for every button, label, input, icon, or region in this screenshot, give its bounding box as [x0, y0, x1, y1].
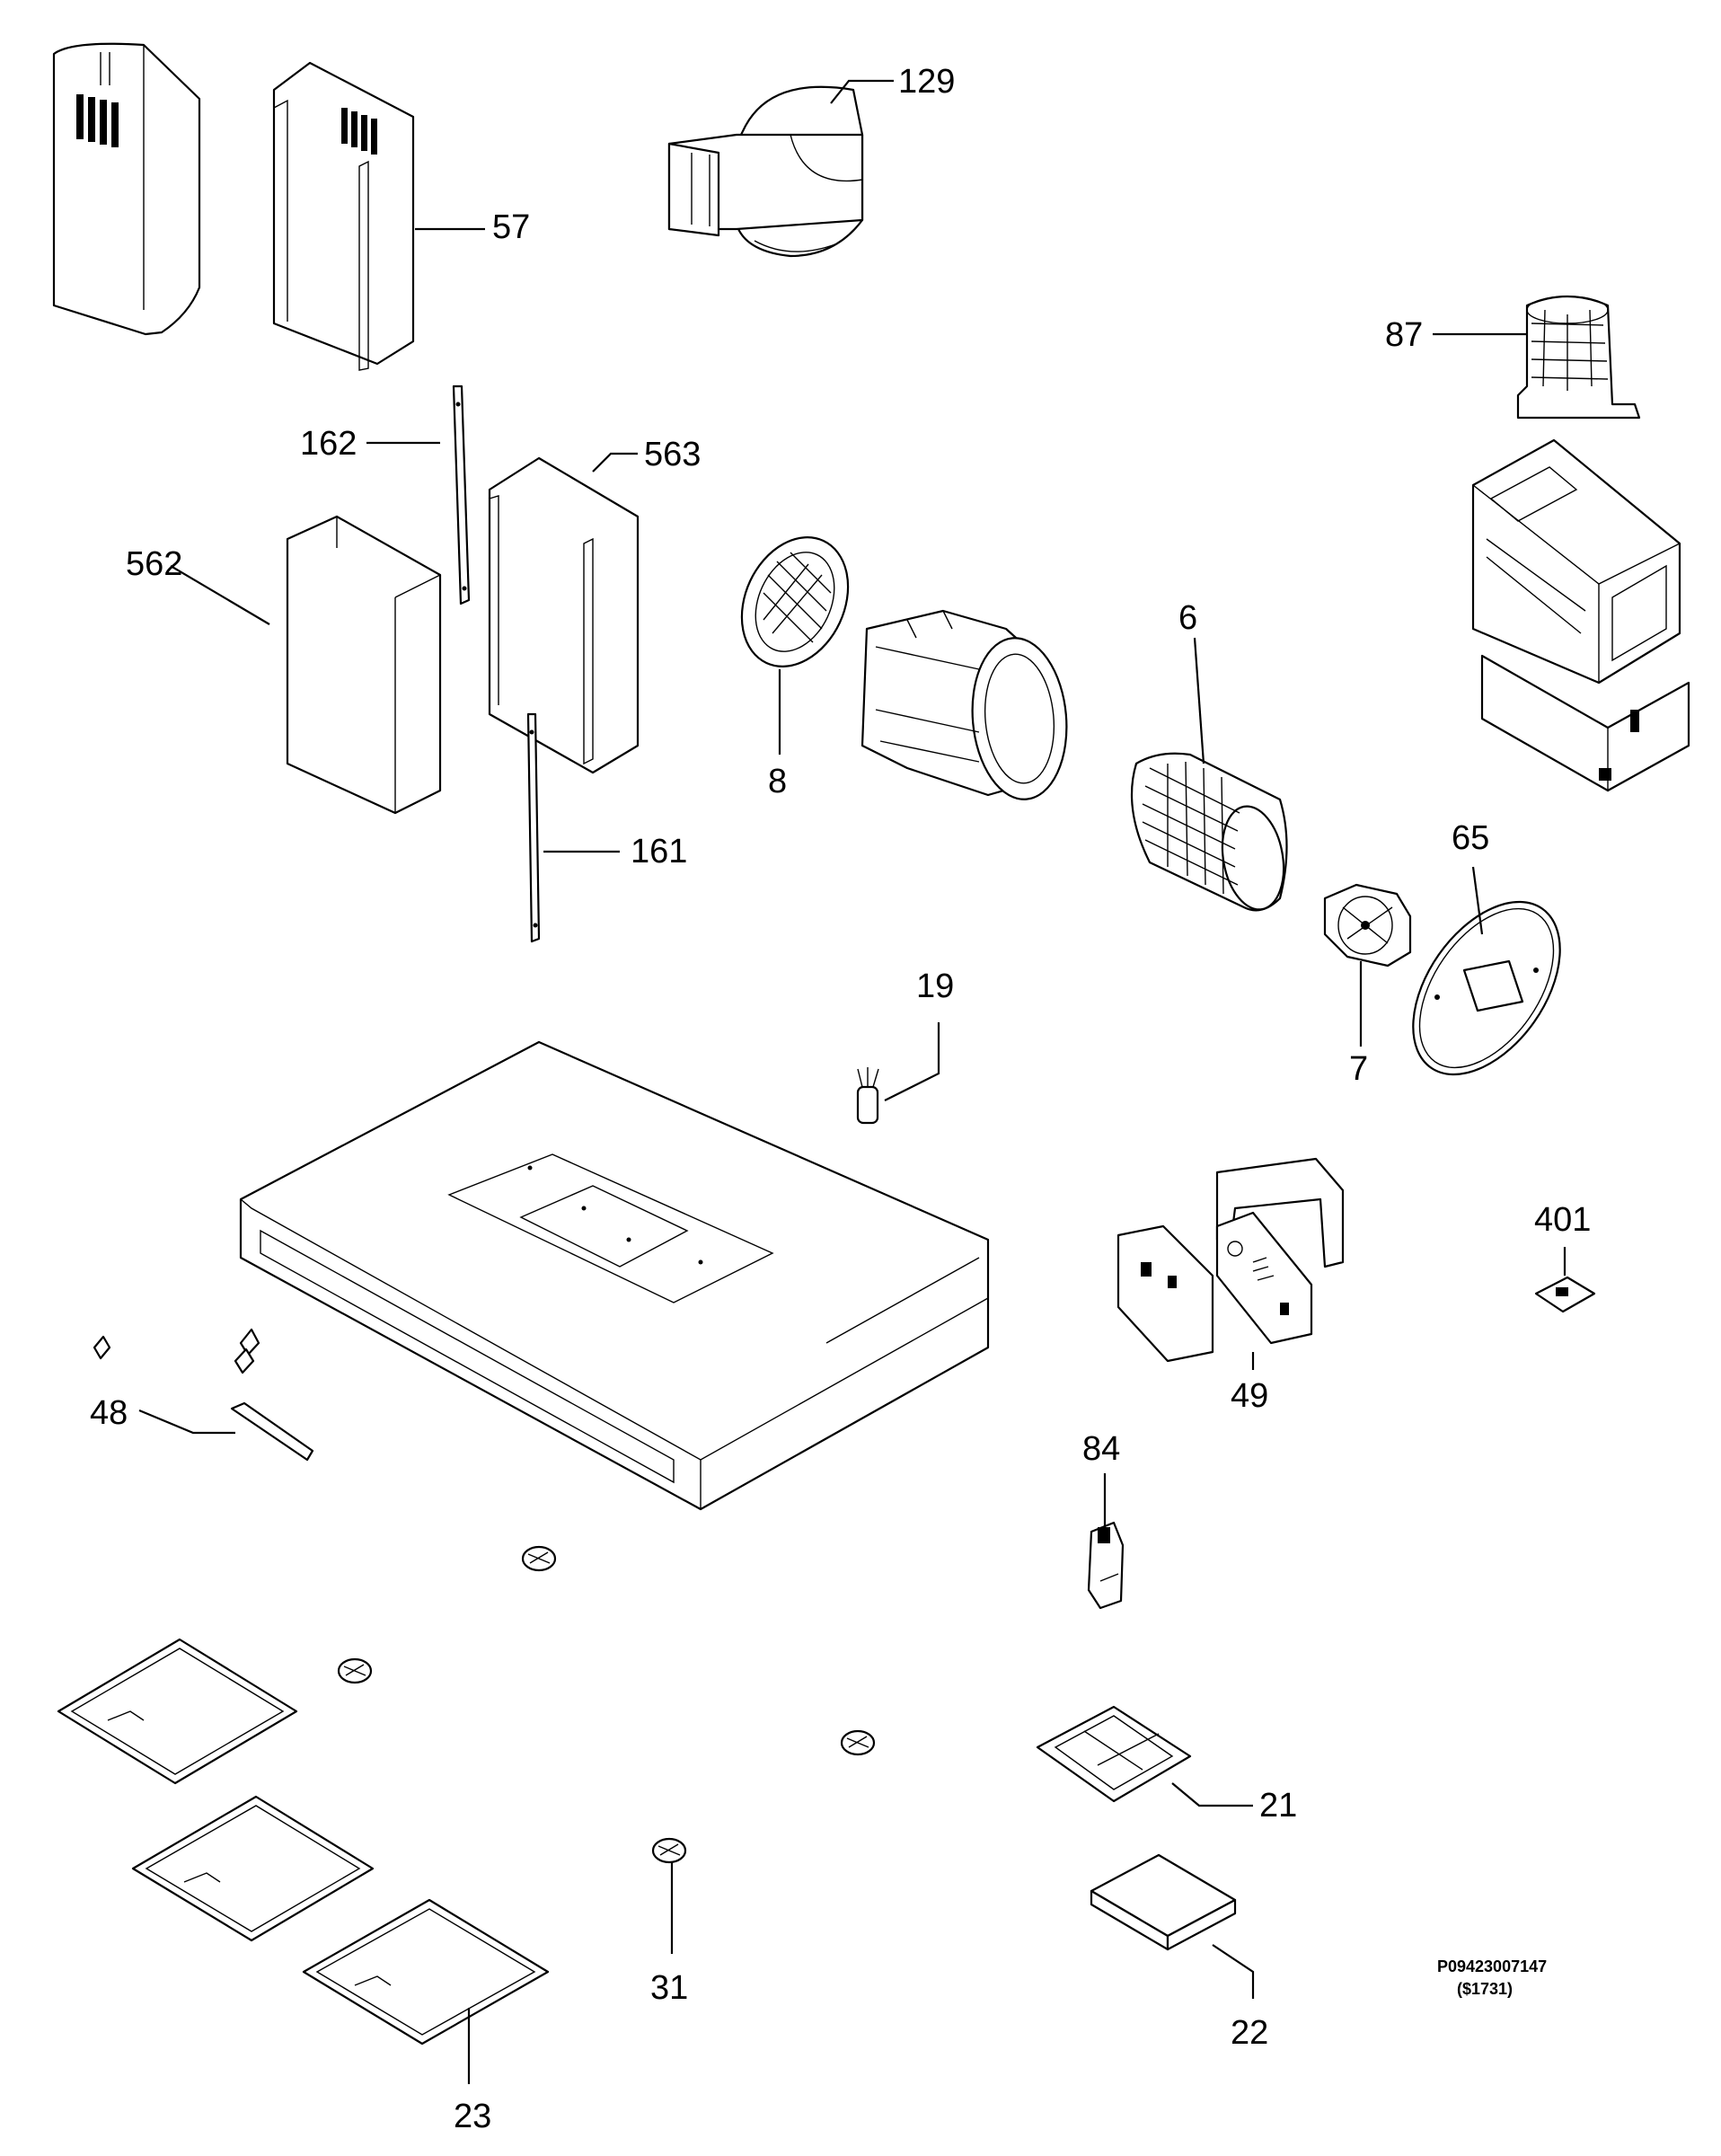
- switch-housing-part: [1087, 1521, 1125, 1610]
- knob-fastener-31: [651, 1837, 687, 1864]
- capacitor-part: [856, 1067, 879, 1125]
- chimney-lower-outer-cover: [286, 515, 442, 815]
- callout-23: 23: [454, 2098, 491, 2135]
- knob-fastener-c: [840, 1729, 876, 1756]
- knob-fastener-a: [521, 1545, 557, 1572]
- callout-19: 19: [916, 968, 954, 1005]
- callout-22: 22: [1231, 2014, 1268, 2052]
- inlet-grille-part: [740, 536, 850, 667]
- callout-162: 162: [300, 425, 357, 463]
- blower-wheel-part: [1130, 752, 1288, 912]
- chimney-bracket-strip-161: [526, 712, 541, 943]
- hood-body-main: [239, 1040, 990, 1511]
- callout-6: 6: [1178, 599, 1197, 637]
- blower-motor-part: [1323, 883, 1412, 968]
- motor-mounting-plate: [1412, 900, 1561, 1076]
- callout-161: 161: [631, 833, 687, 870]
- grease-filter-bottom: [302, 1898, 550, 2046]
- duct-adapter-part: [667, 85, 864, 258]
- knob-fastener-b: [337, 1657, 373, 1684]
- callout-7: 7: [1349, 1050, 1368, 1088]
- blower-scroll-housing: [860, 609, 1068, 800]
- chimney-lower-inner-cover: [488, 456, 640, 774]
- callout-563: 563: [644, 436, 701, 473]
- leader-lines: [138, 79, 1567, 2084]
- grease-filter-top: [57, 1638, 298, 1785]
- callout-49: 49: [1231, 1377, 1268, 1415]
- chimney-upper-cover-back: [272, 61, 415, 371]
- callout-562: 562: [126, 545, 182, 583]
- grease-filter-middle: [131, 1795, 375, 1942]
- callout-84: 84: [1082, 1430, 1120, 1468]
- blower-mount-frame: [1471, 438, 1690, 792]
- reference-price: ($1731): [1457, 1980, 1513, 1998]
- control-board-assembly: [1116, 1157, 1345, 1363]
- small-clip-part: [1534, 1276, 1596, 1313]
- chimney-bracket-strip-162: [452, 384, 471, 605]
- chimney-upper-cover-front: [52, 42, 201, 336]
- callout-87: 87: [1385, 316, 1423, 354]
- callout-21: 21: [1259, 1787, 1297, 1825]
- front-trim-bar-48: [230, 1401, 314, 1462]
- callout-31: 31: [650, 1969, 688, 2007]
- charcoal-filter-frame: [1036, 1705, 1192, 1803]
- callout-labels: 129 57 87 162 563 562 6 8 161 65 19 7 40…: [90, 63, 1591, 2135]
- charcoal-filter-pad: [1090, 1853, 1237, 1951]
- reference-code: P09423007147: [1437, 1957, 1547, 1975]
- callout-57: 57: [492, 208, 530, 246]
- callout-401: 401: [1534, 1201, 1591, 1239]
- grease-filter-clips: [93, 1328, 260, 1374]
- reference-block: P09423007147 ($1731): [1437, 1957, 1547, 1998]
- callout-48: 48: [90, 1394, 128, 1432]
- callout-65: 65: [1452, 819, 1489, 857]
- spigot-collar-part: [1516, 295, 1641, 420]
- callout-8: 8: [768, 763, 787, 800]
- callout-129: 129: [898, 63, 955, 101]
